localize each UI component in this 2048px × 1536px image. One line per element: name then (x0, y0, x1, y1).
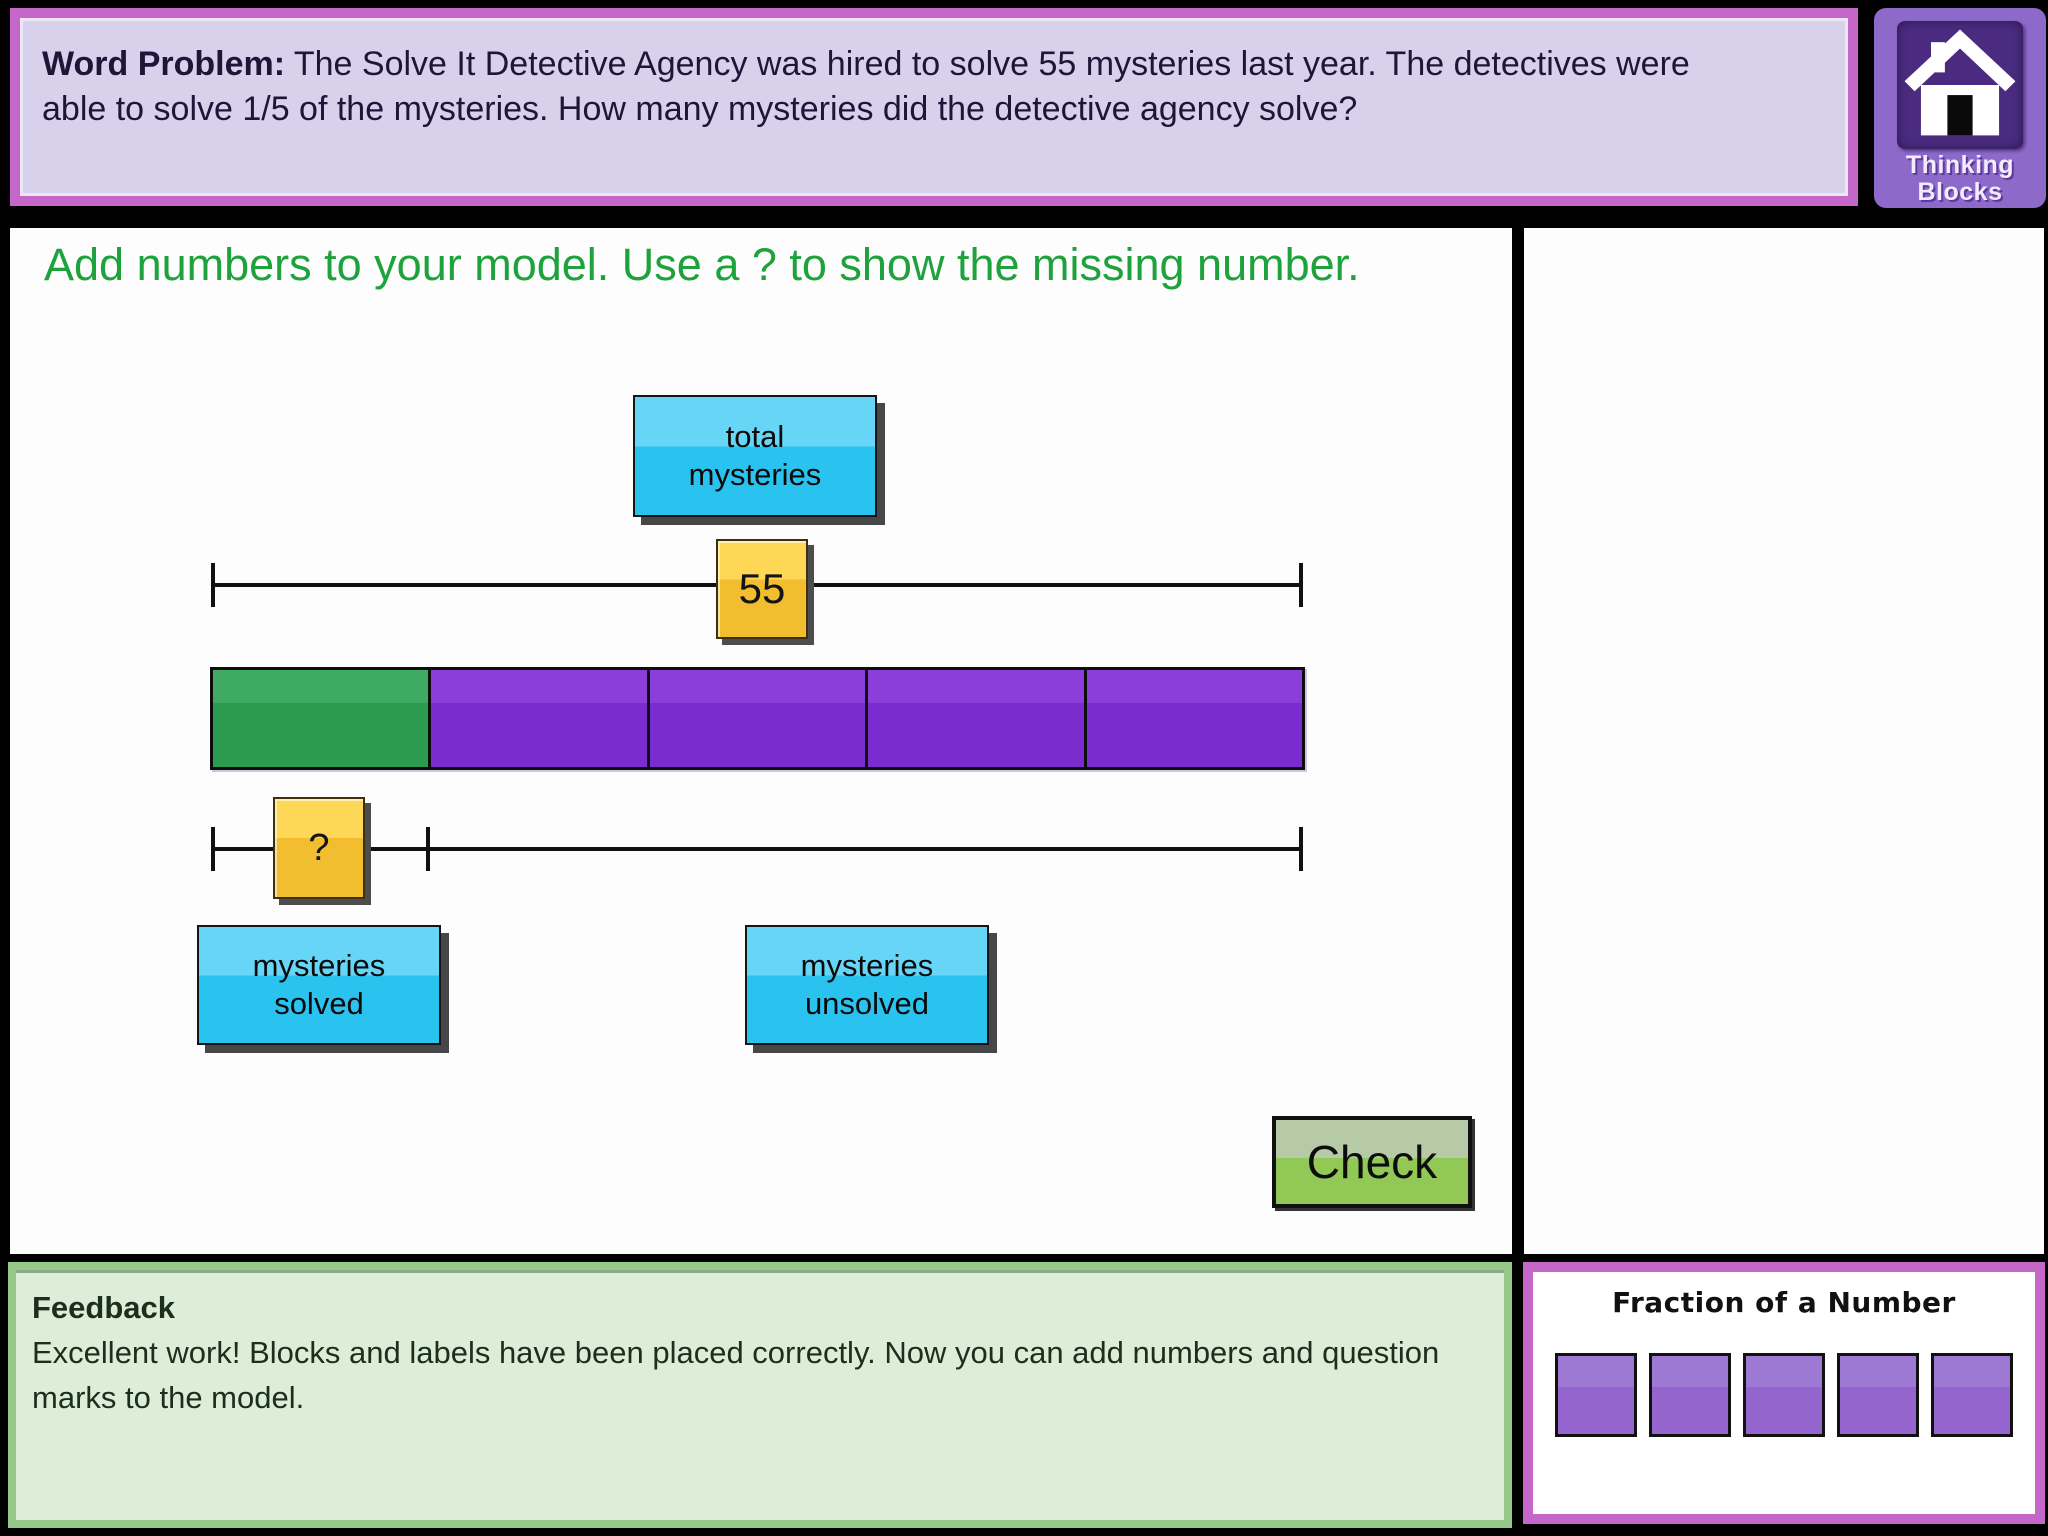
number-card-question-mark[interactable]: ? (273, 797, 365, 899)
feedback-panel: Feedback Excellent work! Blocks and labe… (8, 1262, 1512, 1528)
number-card-55[interactable]: 55 (716, 539, 808, 639)
fraction-square (1931, 1353, 2013, 1437)
bar-segment-unsolved[interactable] (646, 670, 866, 767)
logo-line2: Blocks (1917, 178, 2003, 206)
bar-segment-unsolved[interactable] (428, 670, 647, 767)
part-bracket-line (213, 847, 1303, 851)
fraction-square (1555, 1353, 1637, 1437)
home-house-icon (1897, 21, 2023, 149)
home-button[interactable]: Thinking Blocks (1874, 8, 2046, 208)
word-problem-text: Word Problem: The Solve It Detective Age… (42, 45, 1690, 128)
model-workspace: Add numbers to your model. Use a ? to sh… (10, 228, 1512, 1254)
fraction-panel-title: Fraction of a Number (1612, 1286, 1956, 1319)
fraction-squares-row (1533, 1353, 2035, 1437)
check-button[interactable]: Check (1272, 1116, 1472, 1208)
instruction-text: Add numbers to your model. Use a ? to sh… (44, 239, 1360, 290)
bar-model (210, 667, 1305, 770)
logo-line1: Thinking (1905, 151, 2015, 179)
label-card-mysteries-solved[interactable]: mysteries solved (197, 925, 441, 1045)
feedback-title: Feedback (32, 1290, 176, 1325)
word-problem-banner: Word Problem: The Solve It Detective Age… (10, 8, 1858, 206)
feedback-message: Excellent work! Blocks and labels have b… (32, 1335, 1440, 1415)
side-panel (1524, 228, 2044, 1254)
fraction-of-a-number-panel: Fraction of a Number (1523, 1262, 2045, 1524)
bar-segment-solved[interactable] (213, 670, 429, 767)
fraction-square (1649, 1353, 1731, 1437)
bar-segment-unsolved[interactable] (1083, 670, 1303, 767)
word-problem-label: Word Problem: (42, 45, 286, 83)
fraction-square (1743, 1353, 1825, 1437)
logo-wordmark: Thinking Blocks (1874, 152, 2046, 206)
bar-segment-unsolved[interactable] (865, 670, 1084, 767)
fraction-square (1837, 1353, 1919, 1437)
label-card-mysteries-unsolved[interactable]: mysteries unsolved (745, 925, 989, 1045)
label-card-total-mysteries[interactable]: total mysteries (633, 395, 877, 517)
